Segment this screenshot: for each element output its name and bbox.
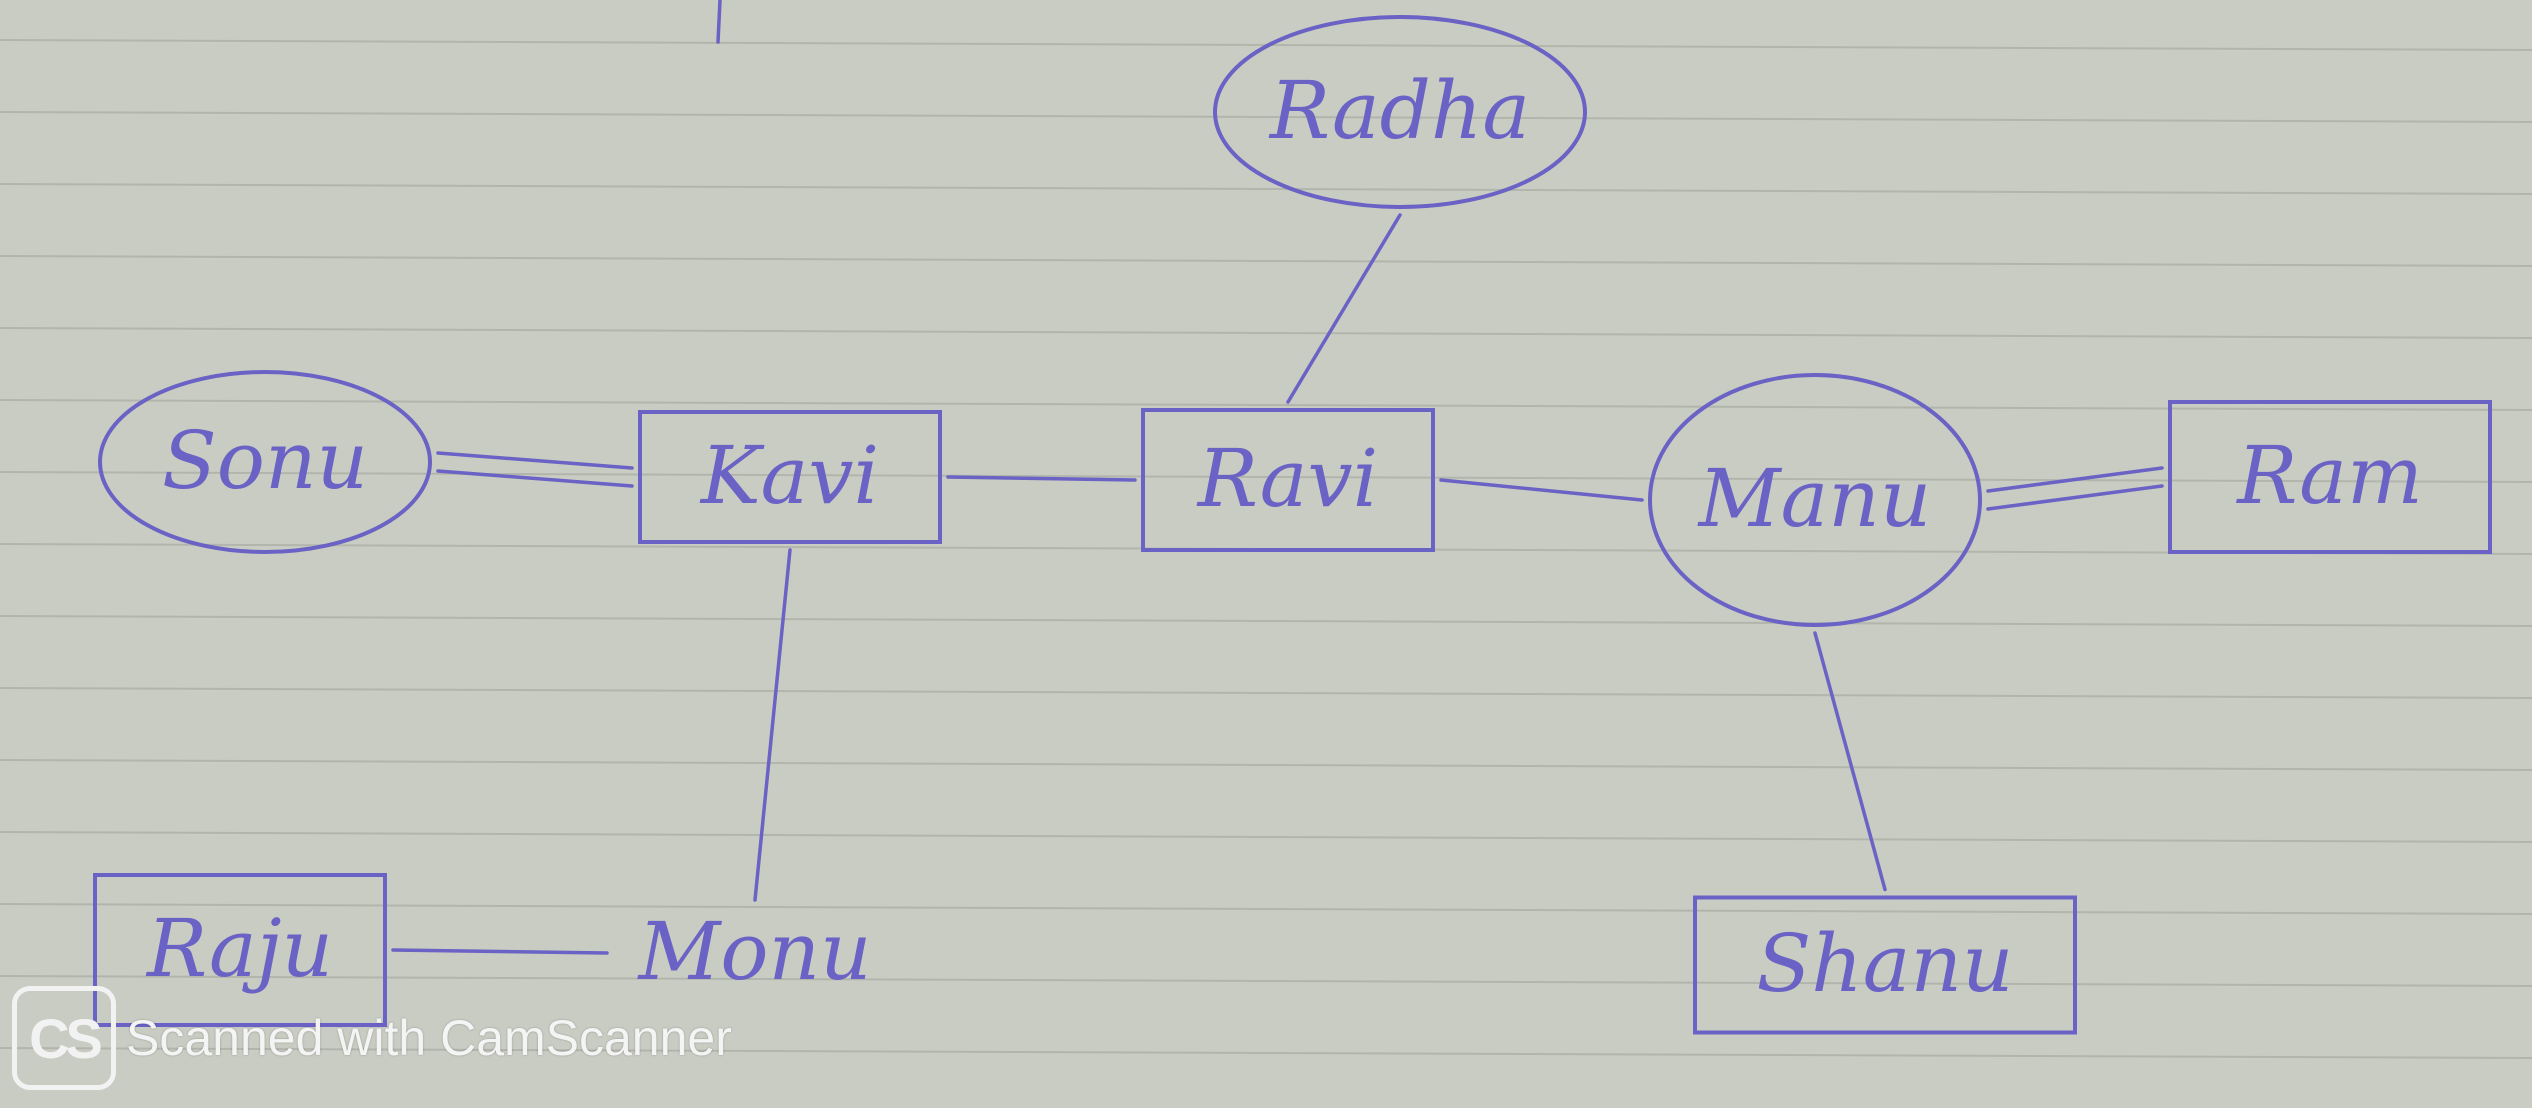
edge-line [391,948,609,955]
edge-manu-ram [1986,466,2164,511]
node-label: Ram [2235,429,2423,522]
rule-line [0,399,2532,411]
edge-line [753,548,792,902]
rule-line [0,1047,2532,1059]
rule-line [0,111,2532,123]
edge-line [946,475,1137,482]
edge-line [1439,478,1644,502]
rule-line [0,327,2532,339]
node-label: Monu [636,905,871,998]
node-ravi: Ravi [1141,408,1435,552]
edge-line [436,451,634,470]
edge-line [436,469,634,488]
node-label: Sonu [162,414,368,507]
camscanner-watermark: CS Scanned with CamScanner [12,986,732,1090]
rule-line [0,903,2532,915]
node-sonu: Sonu [98,370,432,554]
edge-sonu-kavi [436,451,634,488]
rule-line [0,255,2532,267]
node-label: Raju [145,902,333,995]
stray-pen-mark [716,0,722,44]
node-box [2168,400,2492,554]
edge-radha-ravi [1286,213,1402,404]
node-box [93,873,387,1027]
node-ellipse [98,370,432,554]
node-label: Kavi [699,429,879,522]
rule-line [0,687,2532,699]
camscanner-logo-icon: CS [12,986,116,1090]
edge-kavi-ravi [946,475,1137,482]
edge-raju-monu [391,948,609,955]
node-label: Shanu [1756,917,2013,1010]
edge-line [1986,466,2164,493]
node-box [1693,895,2077,1035]
node-ram: Ram [2168,400,2492,554]
notebook-rules [0,39,2532,1059]
edge-ravi-manu [1439,478,1644,502]
watermark-text: Scanned with CamScanner [126,1010,732,1066]
node-raju: Raju [93,873,387,1027]
rule-line [0,831,2532,843]
edge-line [1286,213,1402,404]
node-label: Radha [1268,64,1530,157]
edge-line [1813,631,1887,892]
edge-layer [391,0,2164,955]
rule-line [0,759,2532,771]
rule-line [0,471,2532,483]
rule-line [0,615,2532,627]
node-box [638,410,942,544]
node-monu: Monu [636,905,871,998]
rule-line [0,183,2532,195]
node-manu: Manu [1648,373,1982,627]
node-box [1141,408,1435,552]
edge-manu-shanu [1813,631,1887,892]
node-radha: Radha [1213,15,1587,209]
node-shanu: Shanu [1693,895,2077,1035]
node-label: Ravi [1196,432,1379,525]
node-ellipse [1648,373,1982,627]
node-kavi: Kavi [638,410,942,544]
node-ellipse [1213,15,1587,209]
edge-kavi-monu [753,548,792,902]
rule-line [0,975,2532,987]
edge-line [1986,484,2164,511]
node-label: Manu [1697,452,1932,545]
